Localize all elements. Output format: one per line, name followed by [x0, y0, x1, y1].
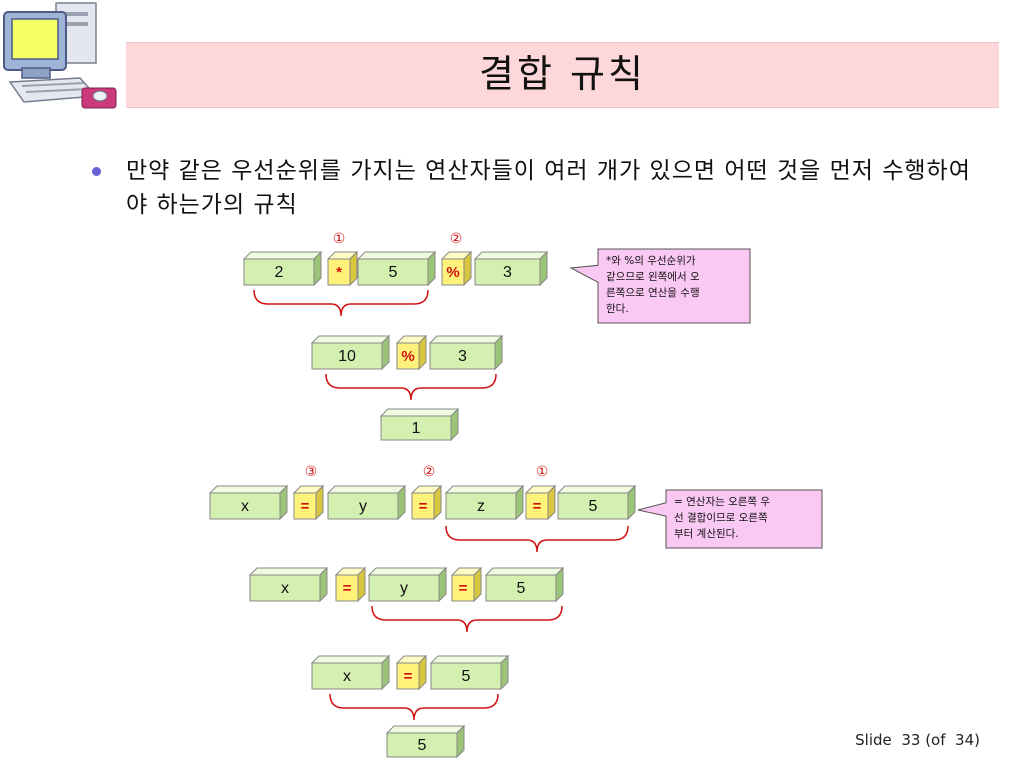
slide-total: 34): [955, 731, 980, 749]
ex2-step2-operator-3-label: =: [459, 580, 468, 597]
ex1-step2-operator-1: %: [395, 334, 428, 371]
ex1-step1-operator-1-label: *: [336, 264, 342, 281]
title-band: [126, 42, 999, 108]
ex2-result: 5: [385, 724, 466, 759]
ex1-step1-operand-0: 2: [242, 250, 323, 287]
ex2-step1-operand-6: 5: [556, 484, 637, 521]
ex2-brace-3: [329, 693, 499, 721]
ex2-step1-operand-0-label: x: [241, 498, 249, 515]
ex1-step1-operand-2-label: 5: [389, 264, 398, 281]
ex1-step1-operator-3-label: %: [446, 264, 459, 281]
ex2-step2-operator-3: =: [450, 566, 483, 603]
ex1-callout-line: 한다.: [606, 303, 629, 315]
ex1-callout-line: 른쪽으로 연산을 수행: [606, 287, 700, 299]
ex1-step1-operator-3: %: [440, 250, 473, 287]
ex2-callout-line: 부터 계산된다.: [674, 528, 739, 540]
ex1-brace-2: [325, 373, 497, 401]
slide-current: 33: [901, 731, 921, 749]
slide-of: (of: [925, 731, 946, 749]
bullet-dot: [92, 167, 101, 176]
ex2-step2-operand-2-label: y: [400, 580, 408, 597]
ex2-step3-operand-2: 5: [429, 654, 510, 691]
ex2-brace-1: [445, 525, 629, 553]
slide-title: 결합 규칙: [479, 52, 646, 96]
ex1-step2-operator-1-label: %: [401, 348, 414, 365]
ex1-step1-operator-1: *: [326, 250, 359, 287]
ex1-callout-line: 같으므로 왼쪽에서 오: [606, 271, 700, 283]
computer-clipart-icon: [3, 2, 117, 109]
ex2-step2-operand-4-label: 5: [517, 580, 526, 597]
slide-label: Slide: [855, 731, 892, 749]
ex2-brace-2: [371, 605, 563, 633]
ex2-step1-operand-2: y: [326, 484, 407, 521]
ex2-step1-operator-1-label: =: [301, 498, 310, 515]
ex2-step1-operand-6-label: 5: [589, 498, 598, 515]
ex2-step1-operator-1: =: [292, 484, 325, 521]
ex2-result-label: 5: [418, 737, 427, 754]
ex1-brace-1: [253, 289, 429, 317]
ex2-step1-operator-5: =: [524, 484, 557, 521]
ex2-step3-operand-0: x: [310, 654, 391, 691]
ex2-step1-operand-0: x: [208, 484, 289, 521]
ex1-step2-operand-0-label: 10: [338, 348, 356, 365]
ex2-step1-operand-4-label: z: [477, 498, 485, 515]
ex1-callout-line: *와 %의 우선순위가: [606, 254, 696, 267]
ex1-result-label: 1: [412, 420, 421, 437]
ex2-step1-operator-3-label: =: [419, 498, 428, 515]
ex1-step1-operand-4: 3: [473, 250, 549, 287]
ex2-step1-operand-4: z: [444, 484, 525, 521]
ex2-step3-operand-2-label: 5: [462, 668, 471, 685]
ex2-step2-operand-4: 5: [484, 566, 565, 603]
ex2-step1-operator-3: =: [410, 484, 443, 521]
ex2-step3-operator-1: =: [395, 654, 428, 691]
ex2-order-3: ③: [305, 464, 318, 480]
ex1-step1-operand-4-label: 3: [503, 264, 512, 281]
ex1-step2-operand-2: 3: [428, 334, 504, 371]
bullet-text: 만약 같은 우선순위를 가지는 연산자들이 여러 개가 있으면 어떤 것을 먼저…: [126, 158, 971, 216]
ex1-step1-operand-0-label: 2: [275, 264, 284, 281]
ex2-step2-operator-1: =: [334, 566, 367, 603]
ex2-step3-operator-1-label: =: [404, 668, 413, 685]
ex2-order-1: ①: [536, 464, 549, 480]
ex2-step2-operand-0-label: x: [281, 580, 289, 597]
ex2-step2-operator-1-label: =: [343, 580, 352, 597]
ex1-result: 1: [379, 407, 460, 442]
ex2-step1-operator-5-label: =: [533, 498, 542, 515]
ex1-step1-operand-2: 5: [356, 250, 437, 287]
ex1-order-2: ②: [450, 231, 463, 247]
ex2-step1-operand-2-label: y: [359, 498, 367, 515]
ex2-callout-line: = 연산자는 오른쪽 우: [674, 496, 770, 508]
ex1-step2-operand-0: 10: [310, 334, 391, 371]
ex2-step2-operand-0: x: [248, 566, 329, 603]
ex2-step3-operand-0-label: x: [343, 668, 351, 685]
slide-number: Slide 33 (of 34): [855, 731, 980, 749]
ex1-step2-operand-2-label: 3: [458, 348, 467, 365]
ex2-step2-operand-2: y: [367, 566, 448, 603]
ex2-order-2: ②: [423, 464, 436, 480]
ex2-callout-line: 선 결합이므로 오른쪽: [674, 512, 768, 524]
ex1-order-1: ①: [333, 231, 346, 247]
